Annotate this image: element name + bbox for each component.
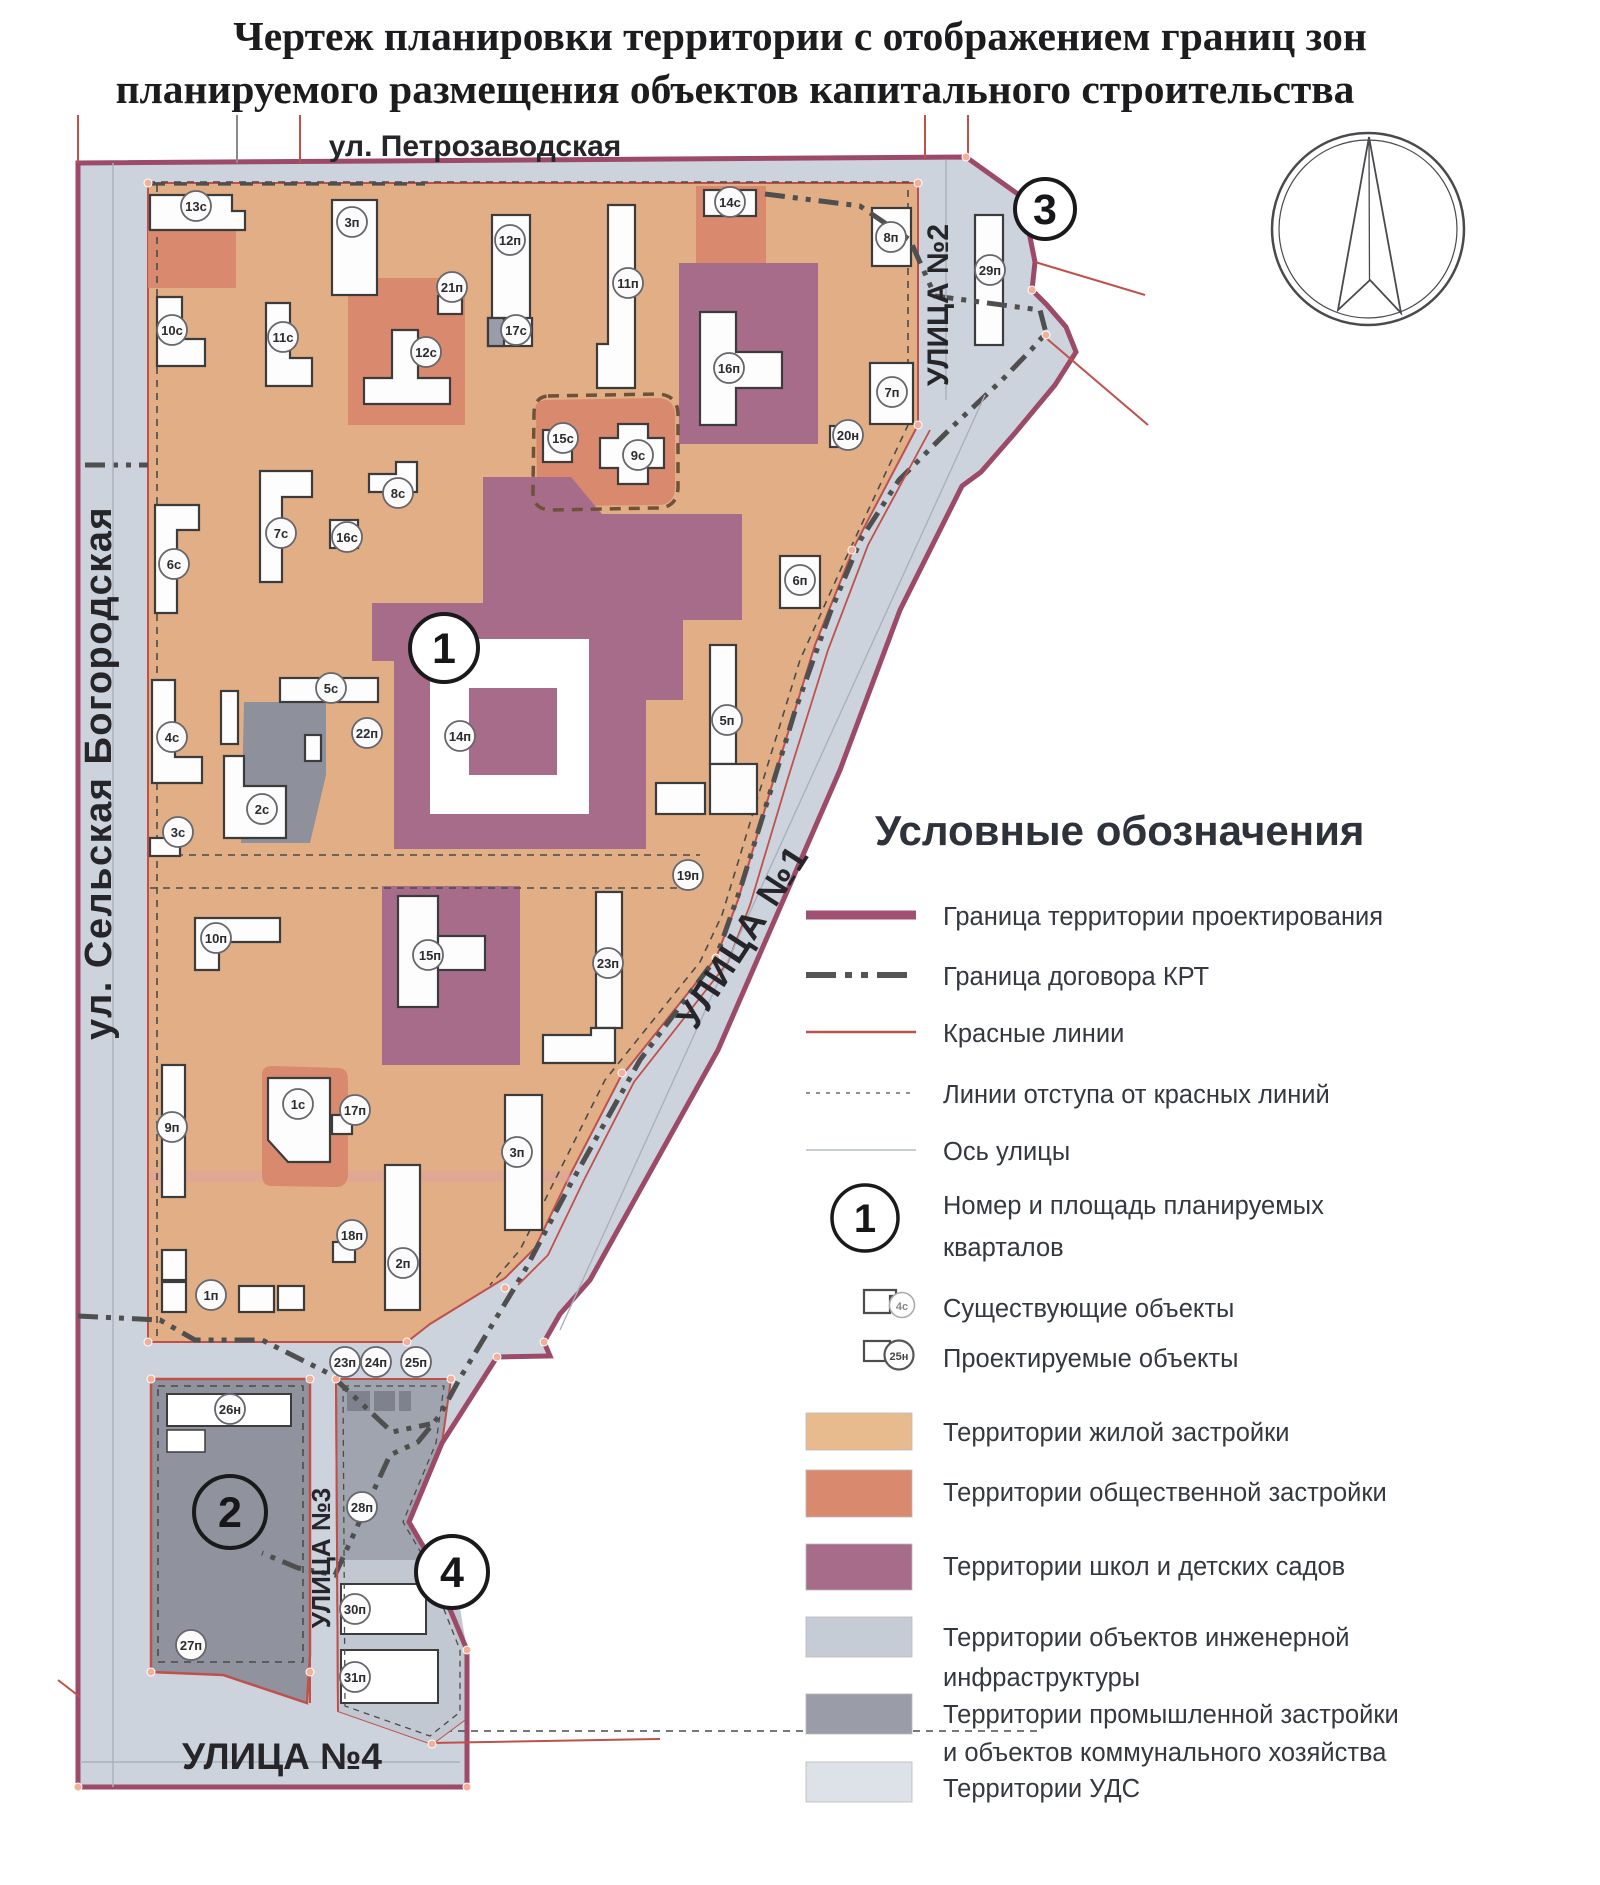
svg-text:5с: 5с <box>324 681 338 696</box>
svg-text:31п: 31п <box>344 1670 366 1685</box>
svg-text:Территории жилой застройки: Территории жилой застройки <box>943 1419 1290 1447</box>
svg-text:инфраструктуры: инфраструктуры <box>943 1664 1140 1692</box>
svg-text:3: 3 <box>1033 186 1057 234</box>
svg-text:Ось улицы: Ось улицы <box>943 1138 1070 1166</box>
svg-text:26н: 26н <box>219 1402 241 1417</box>
svg-text:12с: 12с <box>415 345 437 360</box>
svg-text:Граница договора КРТ: Граница договора КРТ <box>943 963 1209 991</box>
svg-text:7п: 7п <box>884 385 899 400</box>
svg-text:12п: 12п <box>499 233 521 248</box>
svg-text:27п: 27п <box>180 1638 202 1653</box>
svg-text:14п: 14п <box>449 729 471 744</box>
svg-text:1п: 1п <box>203 1288 218 1303</box>
svg-text:3п: 3п <box>344 215 359 230</box>
svg-text:6с: 6с <box>167 557 181 572</box>
svg-text:Условные обозначения: Условные обозначения <box>875 807 1364 854</box>
svg-text:кварталов: кварталов <box>943 1234 1064 1262</box>
svg-text:планируемого размещения объект: планируемого размещения объектов капитал… <box>116 66 1355 112</box>
svg-text:1с: 1с <box>291 1097 305 1112</box>
svg-text:8п: 8п <box>883 230 898 245</box>
svg-text:Граница территории проектирова: Граница территории проектирования <box>943 903 1383 931</box>
svg-text:16п: 16п <box>718 361 740 376</box>
svg-text:УЛИЦА №4: УЛИЦА №4 <box>182 1736 382 1777</box>
svg-text:23п: 23п <box>597 956 619 971</box>
svg-text:Существующие объекты: Существующие объекты <box>943 1295 1234 1323</box>
svg-text:18п: 18п <box>341 1228 363 1243</box>
svg-text:9п: 9п <box>164 1120 179 1135</box>
svg-text:2с: 2с <box>255 802 269 817</box>
svg-text:20н: 20н <box>837 428 859 443</box>
svg-text:30п: 30п <box>344 1602 366 1617</box>
svg-text:11п: 11п <box>617 276 639 291</box>
svg-text:Территории школ и детских садо: Территории школ и детских садов <box>943 1553 1345 1581</box>
svg-text:7с: 7с <box>274 526 288 541</box>
svg-text:23п: 23п <box>334 1355 356 1370</box>
svg-text:ул. Петрозаводская: ул. Петрозаводская <box>329 130 622 163</box>
svg-text:3п: 3п <box>509 1145 524 1160</box>
svg-text:11с: 11с <box>273 330 294 345</box>
svg-text:1: 1 <box>432 625 456 673</box>
svg-text:ул. Сельская Богородская: ул. Сельская Богородская <box>78 506 120 1040</box>
svg-text:15с: 15с <box>552 431 574 446</box>
svg-text:Территории общественной застро: Территории общественной застройки <box>943 1479 1387 1507</box>
svg-text:21п: 21п <box>441 280 463 295</box>
svg-text:Проектируемые объекты: Проектируемые объекты <box>943 1345 1238 1373</box>
svg-text:4с: 4с <box>896 1301 908 1313</box>
svg-text:15п: 15п <box>419 948 441 963</box>
svg-text:6п: 6п <box>792 573 807 588</box>
svg-text:Номер и площадь планируемых: Номер и площадь планируемых <box>943 1192 1324 1220</box>
svg-text:4: 4 <box>440 1549 464 1597</box>
svg-text:9с: 9с <box>631 448 645 463</box>
svg-text:10с: 10с <box>161 323 183 338</box>
svg-text:Территории УДС: Территории УДС <box>943 1775 1140 1803</box>
svg-text:1: 1 <box>854 1197 876 1241</box>
svg-text:УЛИЦА №2: УЛИЦА №2 <box>922 224 955 386</box>
svg-text:28п: 28п <box>351 1500 373 1515</box>
svg-text:4с: 4с <box>165 730 179 745</box>
svg-text:25п: 25п <box>405 1355 427 1370</box>
svg-text:Красные линии: Красные линии <box>943 1020 1124 1048</box>
svg-text:2п: 2п <box>395 1256 410 1271</box>
svg-text:и объектов коммунального хозяй: и объектов коммунального хозяйства <box>943 1739 1387 1767</box>
svg-text:10п: 10п <box>205 931 227 946</box>
svg-text:17п: 17п <box>344 1103 366 1118</box>
svg-text:19п: 19п <box>677 868 699 883</box>
svg-text:24п: 24п <box>365 1355 387 1370</box>
svg-text:Территории промышленной застро: Территории промышленной застройки <box>943 1701 1399 1729</box>
svg-text:8с: 8с <box>391 486 405 501</box>
svg-text:5п: 5п <box>719 713 734 728</box>
svg-text:Территории объектов инженерной: Территории объектов инженерной <box>943 1624 1350 1652</box>
svg-text:УЛИЦА №3: УЛИЦА №3 <box>306 1488 336 1629</box>
svg-text:29п: 29п <box>979 263 1001 278</box>
svg-text:Чертеж планировки территории с: Чертеж планировки территории с отображен… <box>233 13 1367 59</box>
svg-text:17с: 17с <box>505 323 527 338</box>
svg-text:25н: 25н <box>890 1351 909 1363</box>
svg-text:Линии отступа от красных линий: Линии отступа от красных линий <box>943 1081 1330 1109</box>
svg-text:14с: 14с <box>719 195 741 210</box>
svg-text:22п: 22п <box>356 726 378 741</box>
svg-text:2: 2 <box>218 1489 242 1537</box>
svg-text:13с: 13с <box>185 199 207 214</box>
svg-text:3с: 3с <box>171 825 185 840</box>
svg-text:16с: 16с <box>336 530 358 545</box>
